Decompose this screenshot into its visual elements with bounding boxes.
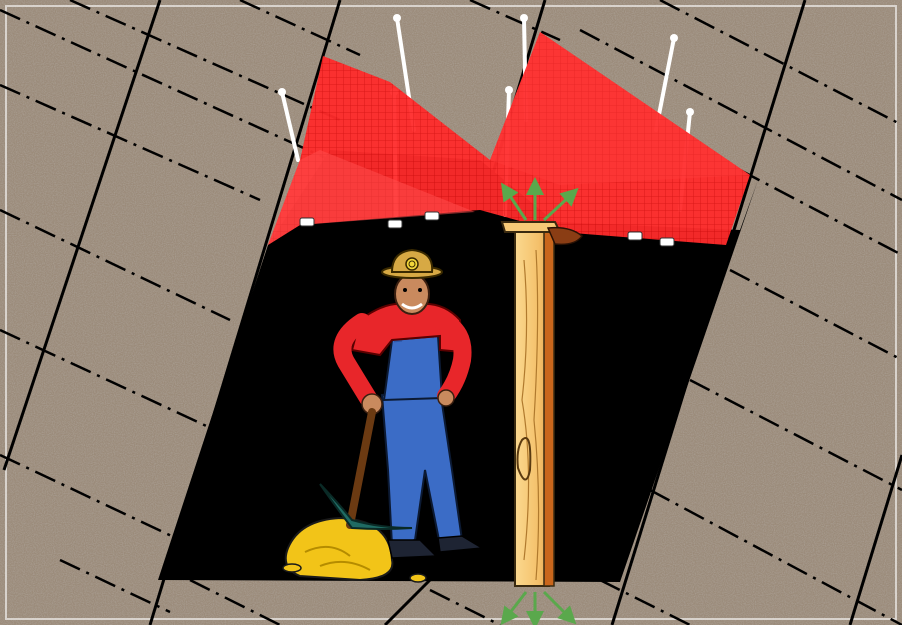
mine-support-diagram	[0, 0, 902, 625]
